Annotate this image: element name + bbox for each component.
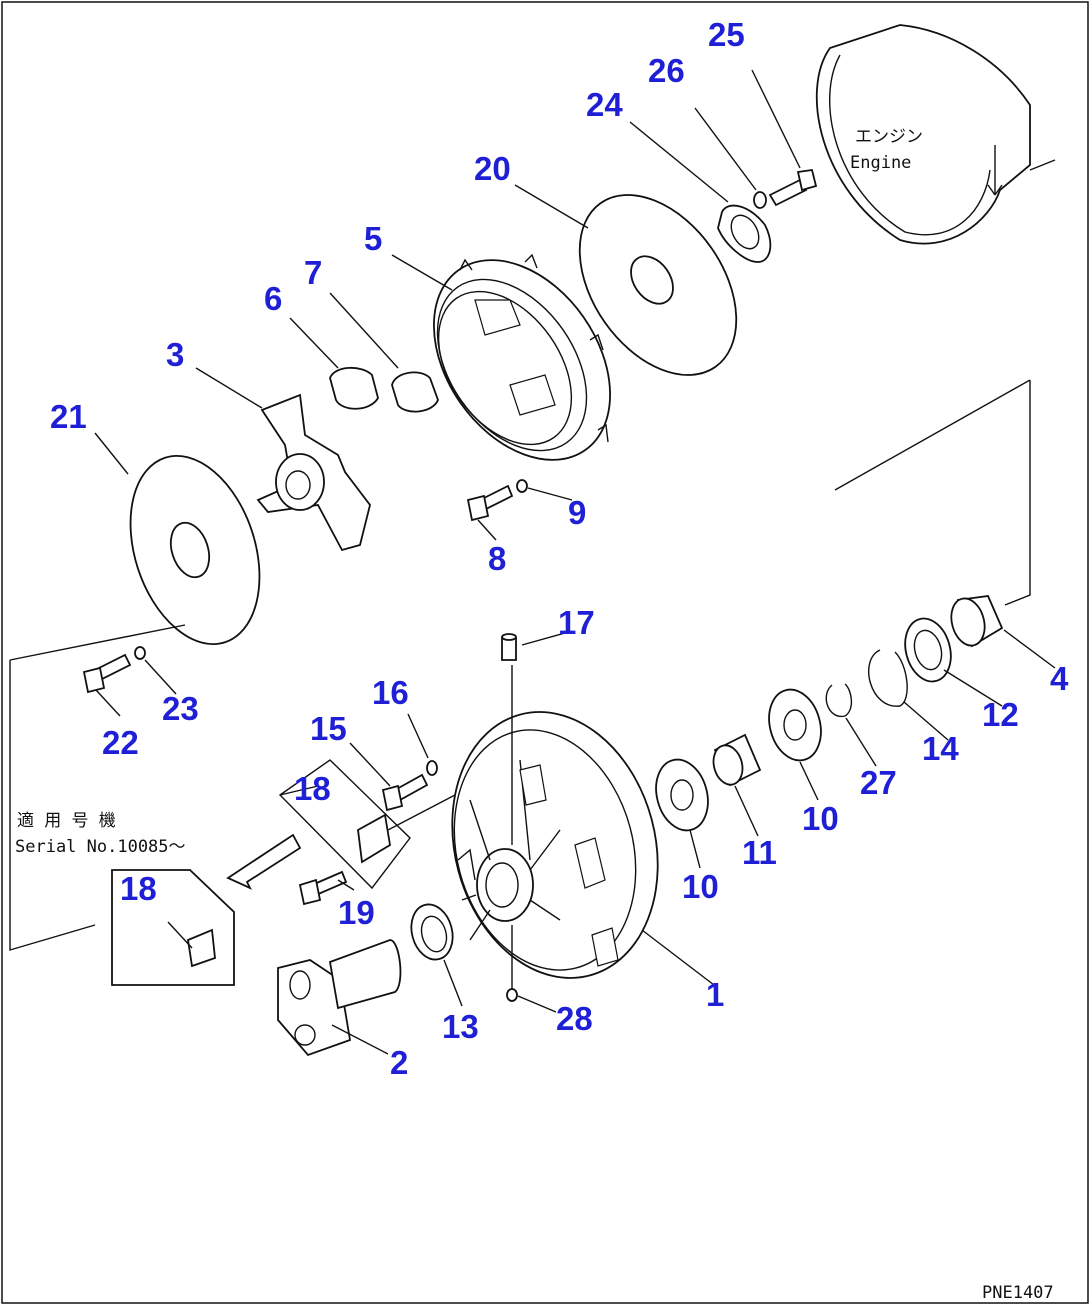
spider-3 [256,393,371,552]
washer-23 [134,646,146,660]
callout-25: 25 [708,16,745,53]
engine-label-jp: エンジン [855,127,923,147]
plate-21 [129,455,261,645]
callout-5: 5 [364,220,382,257]
housing-5 [433,253,611,461]
washer-16 [426,760,438,776]
plug-17 [501,633,517,845]
leader-lines [94,69,1056,1055]
callout-6: 6 [264,280,282,317]
bolt-22 [82,653,132,694]
callout-21: 21 [50,398,87,435]
shaft-2 [277,939,402,1057]
callout-10-lower: 10 [682,868,719,905]
bracket-18-group [278,759,456,890]
washer-26 [753,191,767,209]
guide-line-left-top [9,624,186,661]
callout-28: 28 [556,1000,593,1037]
callout-3: 3 [166,336,184,373]
washer-9 [516,479,528,493]
bearing-12 [904,617,952,683]
callout-1: 1 [706,976,724,1013]
callout-27: 27 [860,764,897,801]
engine-label-en: Engine [850,153,911,173]
callout-20: 20 [474,150,511,187]
flange-24 [717,204,772,263]
callout-10-upper: 10 [802,800,839,837]
sleeve-11 [712,733,762,787]
callout-18-top: 18 [294,770,331,807]
callouts: 25 26 24 20 5 7 6 3 21 9 8 17 4 23 22 16… [50,16,1069,1081]
callout-23: 23 [162,690,199,727]
ring-13 [410,903,454,961]
serial-note-line2: Serial No.10085〜 [15,837,186,857]
bracket-18-detail [187,928,216,968]
callout-18-detail: 18 [120,870,157,907]
callout-7: 7 [304,254,322,291]
engine-housing: エンジン Engine [815,24,1056,245]
callout-17: 17 [558,604,595,641]
roller-7 [391,371,439,413]
snap-ring-14 [868,649,908,707]
bearing-10-upper [768,688,822,762]
callout-26: 26 [648,52,685,89]
callout-22: 22 [102,724,139,761]
callout-15: 15 [310,710,347,747]
callout-11: 11 [742,834,777,871]
guide-line-left [9,660,96,951]
callout-4: 4 [1050,660,1069,697]
ring-4 [950,595,1004,648]
callout-14: 14 [922,730,959,767]
plug-28 [506,988,518,1002]
callout-24: 24 [586,86,623,123]
housing-1 [451,711,659,979]
serial-arrow [226,833,302,890]
drawing-code: PNE1407 [982,1283,1054,1303]
bolt-19 [298,870,348,906]
bolt-25 [768,168,818,207]
callout-2: 2 [390,1044,408,1081]
plate-20 [578,194,738,376]
callout-16: 16 [372,674,409,711]
callout-12: 12 [982,696,1019,733]
callout-9: 9 [568,494,586,531]
callout-8: 8 [488,540,506,577]
bolt-8 [466,484,514,522]
callout-13: 13 [442,1008,479,1045]
guide-line-right [1004,380,1031,606]
guide-line-top [834,379,1031,491]
serial-note-line1: 適 用 号 機 [17,811,116,831]
roller-6 [329,366,379,410]
bolt-15 [381,773,429,812]
snap-ring-27 [825,683,853,717]
bearing-10-lower [655,758,709,832]
callout-19: 19 [338,894,375,931]
